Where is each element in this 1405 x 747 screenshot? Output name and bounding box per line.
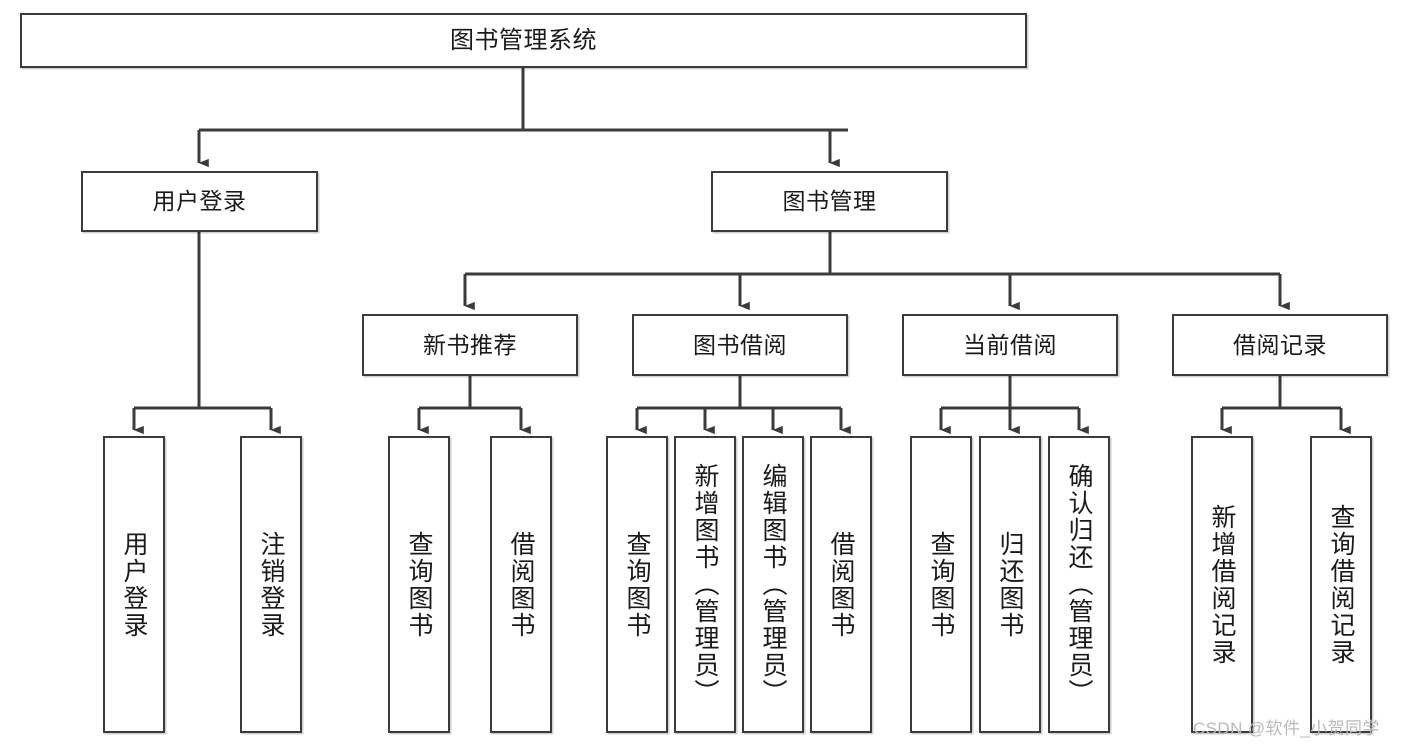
node-label: 当前借阅 <box>963 331 1057 358</box>
node-label: 用户登录 <box>120 530 148 639</box>
node-leaf-query-book-borrow[interactable]: 查询图书 <box>606 436 668 733</box>
node-leaf-query-book-current[interactable]: 查询图书 <box>910 436 972 733</box>
node-label: 查询图书 <box>405 530 433 639</box>
node-label: 新书推荐 <box>423 331 517 358</box>
node-leaf-borrow-book-recommend[interactable]: 借阅图书 <box>490 436 552 733</box>
node-label: 借阅图书 <box>507 530 535 639</box>
node-borrow-record[interactable]: 借阅记录 <box>1172 314 1388 376</box>
node-leaf-user-logout[interactable]: 注销登录 <box>240 436 302 733</box>
csdn-watermark: CSDN @软件_小贺同学 <box>1193 719 1380 738</box>
node-leaf-query-book-recommend[interactable]: 查询图书 <box>388 436 450 733</box>
node-label: 确认归还（管理员） <box>1065 463 1093 706</box>
node-label: 注销登录 <box>257 530 285 639</box>
node-label: 借阅图书 <box>827 530 855 639</box>
node-label: 查询借阅记录 <box>1327 503 1355 666</box>
node-label: 图书管理 <box>782 188 877 215</box>
node-label: 编辑图书（管理员） <box>759 463 787 706</box>
node-leaf-query-borrow-record[interactable]: 查询借阅记录 <box>1310 436 1372 733</box>
node-user-login[interactable]: 用户登录 <box>81 171 318 232</box>
node-leaf-add-book[interactable]: 新增图书（管理员） <box>674 436 736 733</box>
node-leaf-add-borrow-record[interactable]: 新增借阅记录 <box>1191 436 1253 733</box>
node-leaf-edit-book[interactable]: 编辑图书（管理员） <box>742 436 804 733</box>
node-label: 新增图书（管理员） <box>691 463 719 706</box>
node-leaf-return-book[interactable]: 归还图书 <box>979 436 1041 733</box>
node-leaf-confirm-return[interactable]: 确认归还（管理员） <box>1048 436 1110 733</box>
node-current-borrow[interactable]: 当前借阅 <box>902 314 1118 376</box>
node-book-borrow[interactable]: 图书借阅 <box>632 314 848 376</box>
node-new-book-recommend[interactable]: 新书推荐 <box>362 314 578 376</box>
node-label: 新增借阅记录 <box>1208 503 1236 666</box>
node-label: 归还图书 <box>996 530 1024 639</box>
node-leaf-borrow-book[interactable]: 借阅图书 <box>810 436 872 733</box>
node-label: 图书管理系统 <box>450 26 597 54</box>
node-label: 图书借阅 <box>693 331 787 358</box>
node-label: 用户登录 <box>152 188 247 215</box>
node-label: 查询图书 <box>623 530 651 639</box>
node-book-management[interactable]: 图书管理 <box>711 171 948 232</box>
node-label: 查询图书 <box>927 530 955 639</box>
node-leaf-user-login[interactable]: 用户登录 <box>103 436 165 733</box>
node-label: 借阅记录 <box>1233 331 1327 358</box>
node-root-book-management-system[interactable]: 图书管理系统 <box>20 13 1027 68</box>
